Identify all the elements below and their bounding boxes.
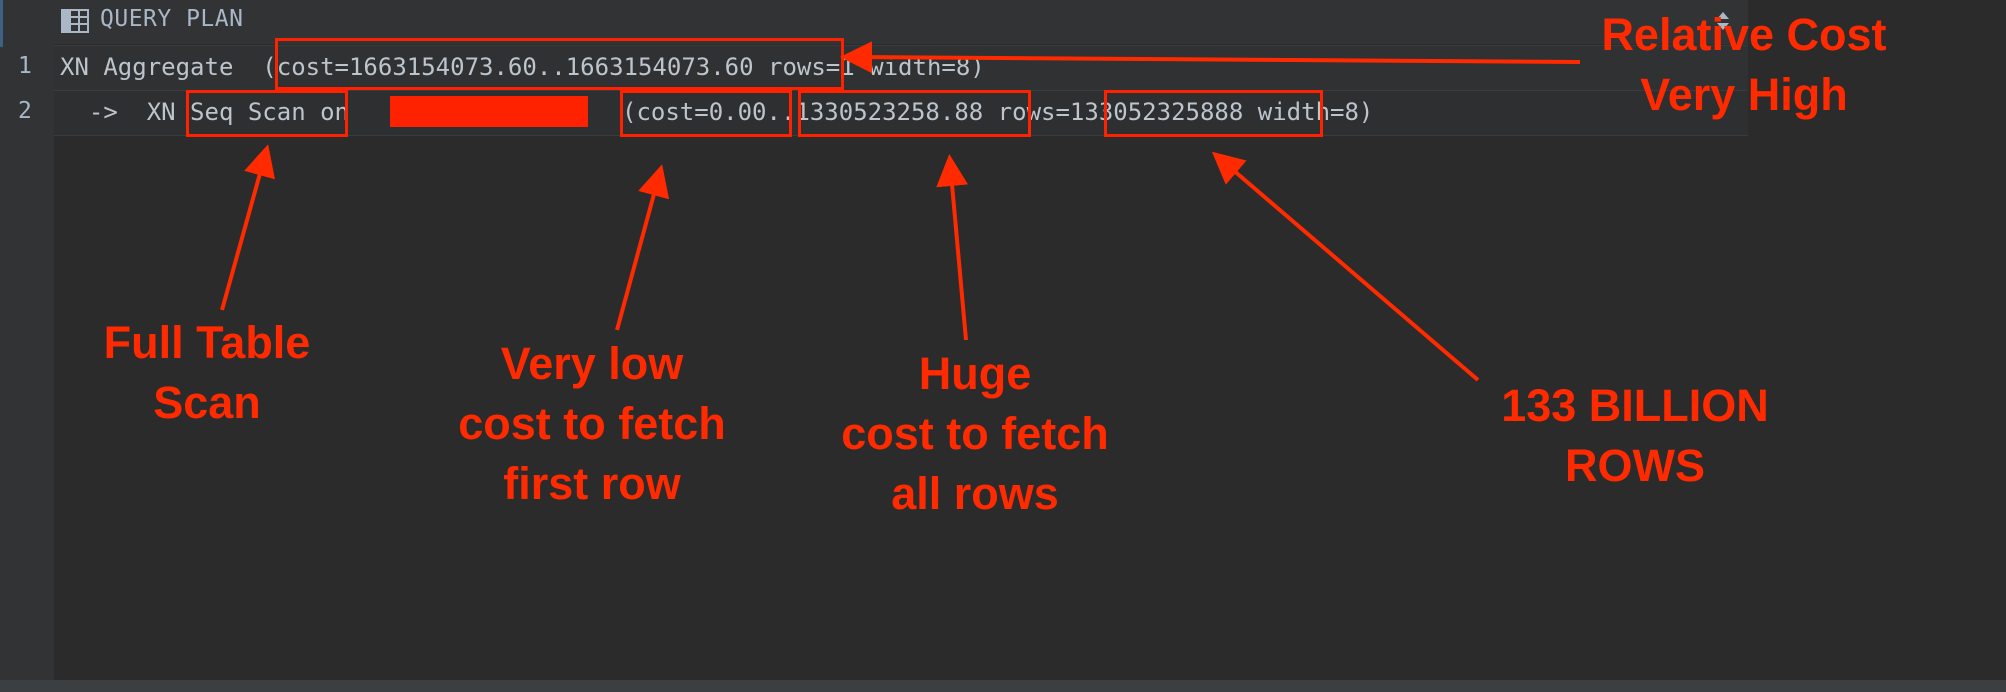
annotation-billion-rows: 133 BILLION ROWS	[1501, 380, 1769, 491]
highlight-total-cost	[798, 90, 1031, 137]
sort-arrows-icon[interactable]	[1715, 10, 1731, 32]
annotation-all-rows: Huge cost to fetch all rows	[841, 348, 1109, 519]
bottom-status-strip	[0, 680, 2006, 692]
row-background	[54, 45, 1748, 90]
result-row[interactable]: 2 -> XN Seq Scan on (cost=0.00..13305232…	[0, 90, 1748, 136]
annotation-relative-cost: Relative Cost Very High	[1601, 9, 1887, 120]
line-number: 1	[18, 53, 32, 79]
column-header-label[interactable]: QUERY PLAN	[100, 6, 244, 32]
annotation-first-row: Very low cost to fetch first row	[458, 338, 726, 509]
highlight-startup-cost	[620, 90, 792, 137]
highlight-seq-scan	[186, 90, 348, 137]
result-row[interactable]: 1 XN Aggregate (cost=1663154073.60..1663…	[0, 45, 1748, 90]
arrow-first-row	[615, 164, 670, 331]
line-number-gutter	[0, 0, 54, 692]
arrow-all-rows	[936, 154, 969, 341]
arrow-full-table-scan	[220, 144, 275, 311]
highlight-aggregate-cost	[275, 38, 844, 90]
plan-text-prefix[interactable]: -> XN Seq Scan on	[60, 98, 364, 126]
table-grid-icon	[61, 9, 89, 33]
line-number: 2	[18, 98, 32, 124]
plan-text-suffix[interactable]: (cost=0.00..1330523258.88 rows=133052325…	[622, 98, 1374, 126]
column-header[interactable]	[54, 0, 1748, 44]
highlight-row-count	[1104, 90, 1323, 137]
redacted-table-name	[390, 96, 588, 127]
arrow-billion-rows	[1211, 151, 1480, 382]
gutter-accent	[0, 0, 3, 47]
annotation-full-table-scan: Full Table Scan	[103, 317, 311, 428]
row-background	[54, 90, 1748, 136]
